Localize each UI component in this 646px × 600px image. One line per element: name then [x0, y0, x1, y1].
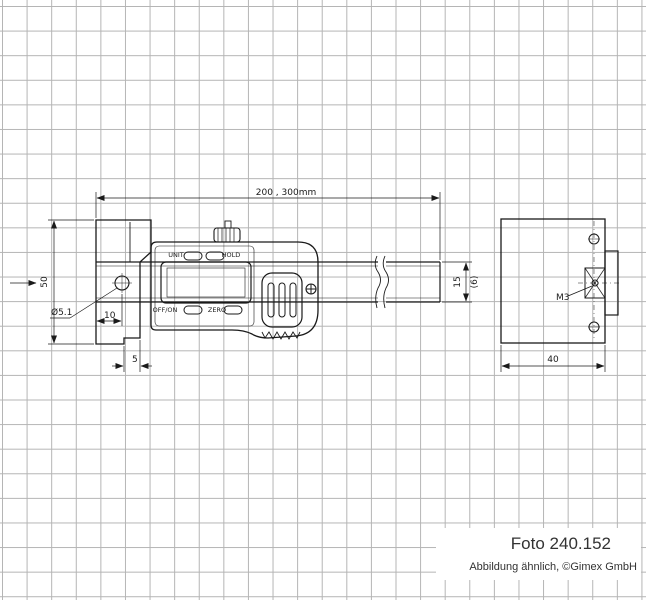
- side-view: [500, 218, 620, 344]
- m3-thread-hole: [591, 279, 599, 287]
- photo-number: Foto 240.152: [510, 534, 611, 553]
- copyright-note: Abbildung ähnlich, ©Gimex GmbH: [469, 561, 637, 573]
- unit-button: [183, 251, 203, 261]
- height-label: 50: [40, 276, 50, 288]
- locking-screw: [305, 283, 317, 295]
- dimension-lines: [10, 192, 606, 372]
- hold-button: [205, 251, 225, 261]
- zero-button: [223, 305, 243, 315]
- thumb-roller: [261, 272, 303, 340]
- side-width-label: 40: [547, 355, 559, 365]
- beam-ref-label: (6): [470, 276, 480, 289]
- adjustment-knob: [213, 220, 241, 243]
- hole-offset-label: 10: [104, 311, 116, 321]
- length-range-label: 200 , 300mm: [256, 188, 316, 198]
- gauge-base: [95, 219, 152, 345]
- off-on-button: [183, 305, 203, 315]
- unit-button-label: UNIT: [168, 251, 184, 259]
- beam-width-label: 15: [453, 276, 463, 287]
- front-view: [95, 219, 441, 345]
- zero-button-label: ZERO: [208, 306, 226, 314]
- lcd-screen: [160, 261, 252, 304]
- thread-label: M3: [556, 293, 570, 303]
- button-labels: UNIT HOLD OFF/ON ZERO: [153, 251, 241, 314]
- photo-caption: Foto 240.152 Abbildung ähnlich, ©Gimex G…: [436, 528, 641, 580]
- hold-button-label: HOLD: [222, 251, 241, 259]
- hole-diameter-label: Ø5.1: [51, 307, 72, 318]
- off-on-button-label: OFF/ON: [153, 306, 178, 314]
- base-step-label: 5: [132, 355, 138, 365]
- dimension-labels: 200 , 300mm 50 Ø5.1 10 5 15 (6) M3 40: [40, 188, 570, 365]
